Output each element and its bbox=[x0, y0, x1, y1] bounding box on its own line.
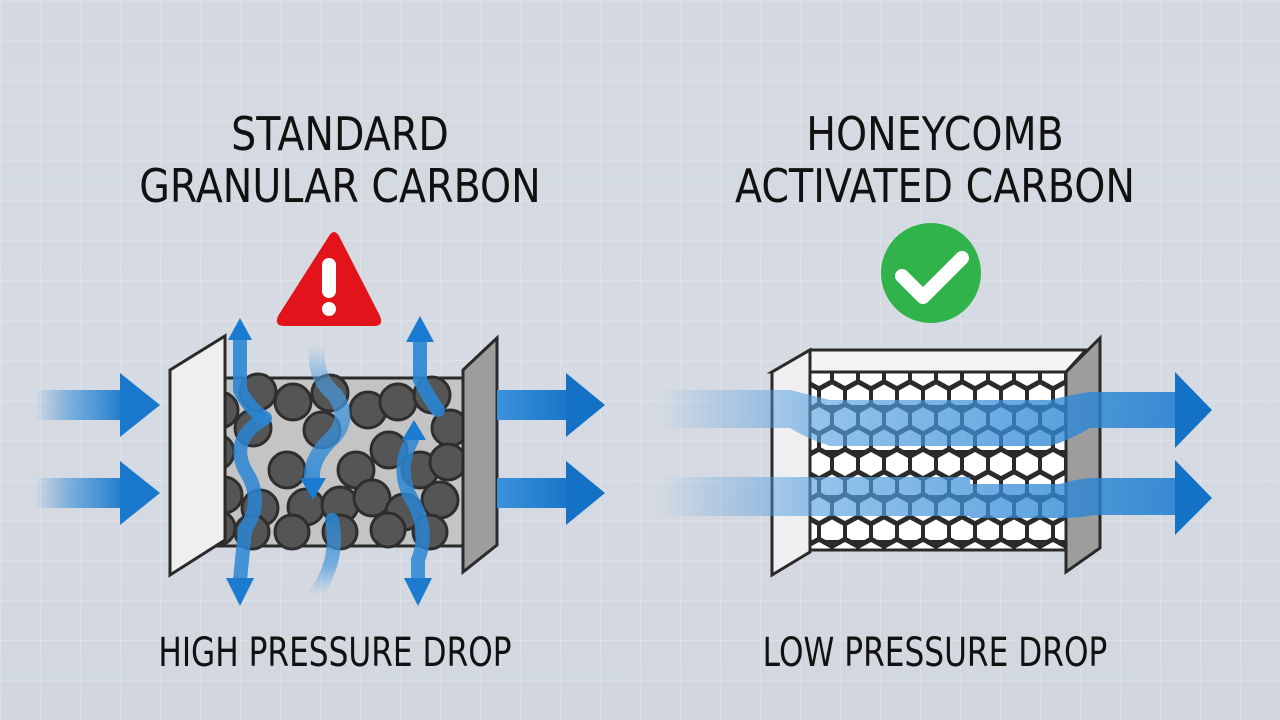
left-caption: HIGH PRESSURE DROP bbox=[158, 630, 512, 676]
honeycomb-carbon-filter bbox=[766, 334, 1102, 578]
left-outflow-arrows bbox=[497, 373, 605, 525]
right-caption: LOW PRESSURE DROP bbox=[762, 630, 1108, 676]
left-inflow-arrows bbox=[35, 373, 160, 525]
left-title-line1: STANDARD bbox=[231, 107, 449, 161]
left-warning-icon bbox=[276, 232, 382, 326]
left-title: STANDARD GRANULAR CARBON bbox=[73, 108, 606, 212]
right-title-line1: HONEYCOMB bbox=[806, 107, 1064, 161]
left-title-line2: GRANULAR CARBON bbox=[139, 159, 541, 213]
right-title: HONEYCOMB ACTIVATED CARBON bbox=[664, 108, 1206, 212]
right-check-icon bbox=[881, 223, 981, 323]
turbulent-airflow bbox=[226, 316, 445, 606]
right-title-line2: ACTIVATED CARBON bbox=[735, 159, 1135, 213]
laminar-airflow bbox=[660, 372, 1212, 535]
